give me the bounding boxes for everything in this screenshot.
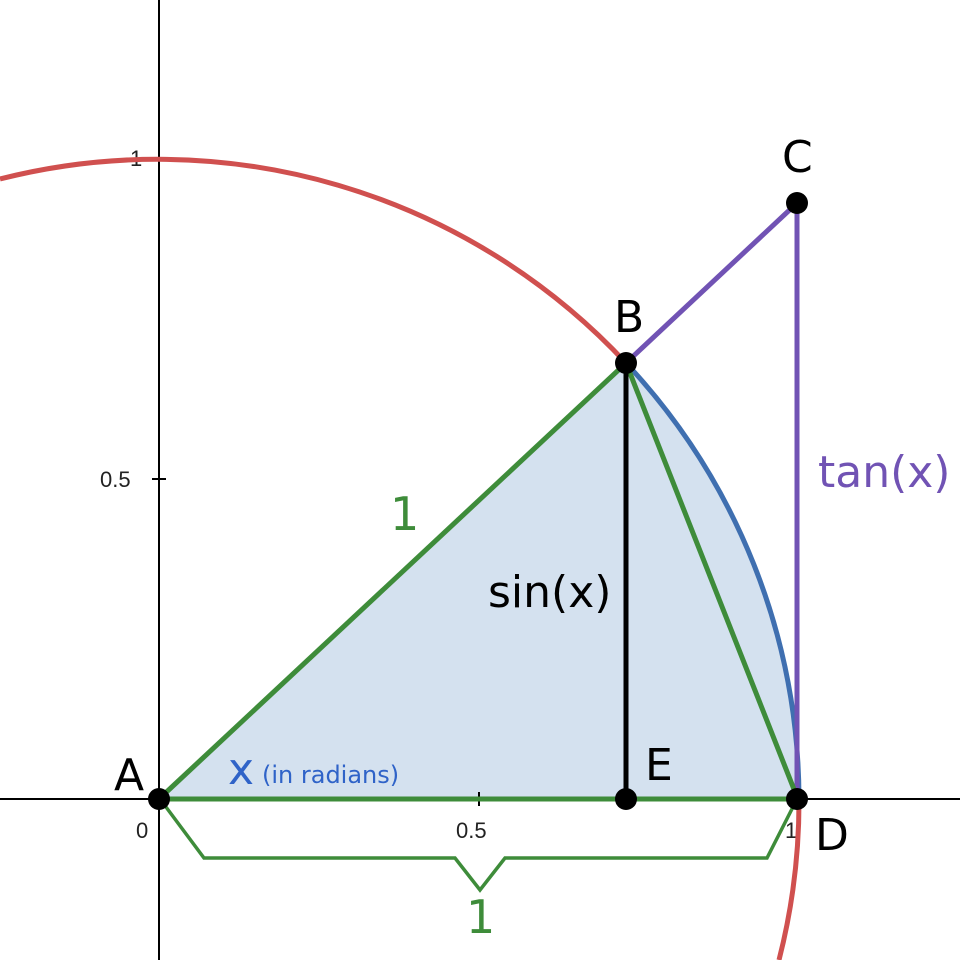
label-e: E bbox=[645, 740, 673, 791]
label-radius: 1 bbox=[390, 487, 419, 541]
unit-circle-arc-lower bbox=[776, 798, 802, 960]
segment-bc bbox=[624, 201, 799, 365]
sector-fill bbox=[159, 363, 799, 799]
label-tan: tan(x) bbox=[818, 447, 950, 498]
point-b bbox=[615, 352, 637, 374]
label-sin: sin(x) bbox=[488, 567, 611, 618]
label-a: A bbox=[114, 750, 144, 801]
segment-ab bbox=[157, 361, 628, 801]
label-angle-x: x bbox=[228, 744, 254, 795]
segment-bd bbox=[623, 362, 800, 798]
point-d bbox=[786, 788, 808, 810]
x-tick-label-origin: 0 bbox=[136, 818, 148, 843]
label-c: C bbox=[782, 132, 813, 183]
label-angle-note: (in radians) bbox=[262, 761, 399, 789]
x-tick-label-half: 0.5 bbox=[456, 818, 487, 843]
point-a bbox=[148, 788, 170, 810]
point-e bbox=[615, 788, 637, 810]
x-tick-label-one: 1 bbox=[785, 818, 797, 843]
unit-circle-arc-upper bbox=[0, 156, 628, 365]
y-tick-label-half: 0.5 bbox=[100, 467, 131, 492]
label-brace: 1 bbox=[466, 890, 495, 944]
brace-ad bbox=[161, 801, 797, 893]
label-d: D bbox=[815, 810, 849, 861]
label-b: B bbox=[614, 292, 644, 343]
point-c bbox=[786, 192, 808, 214]
